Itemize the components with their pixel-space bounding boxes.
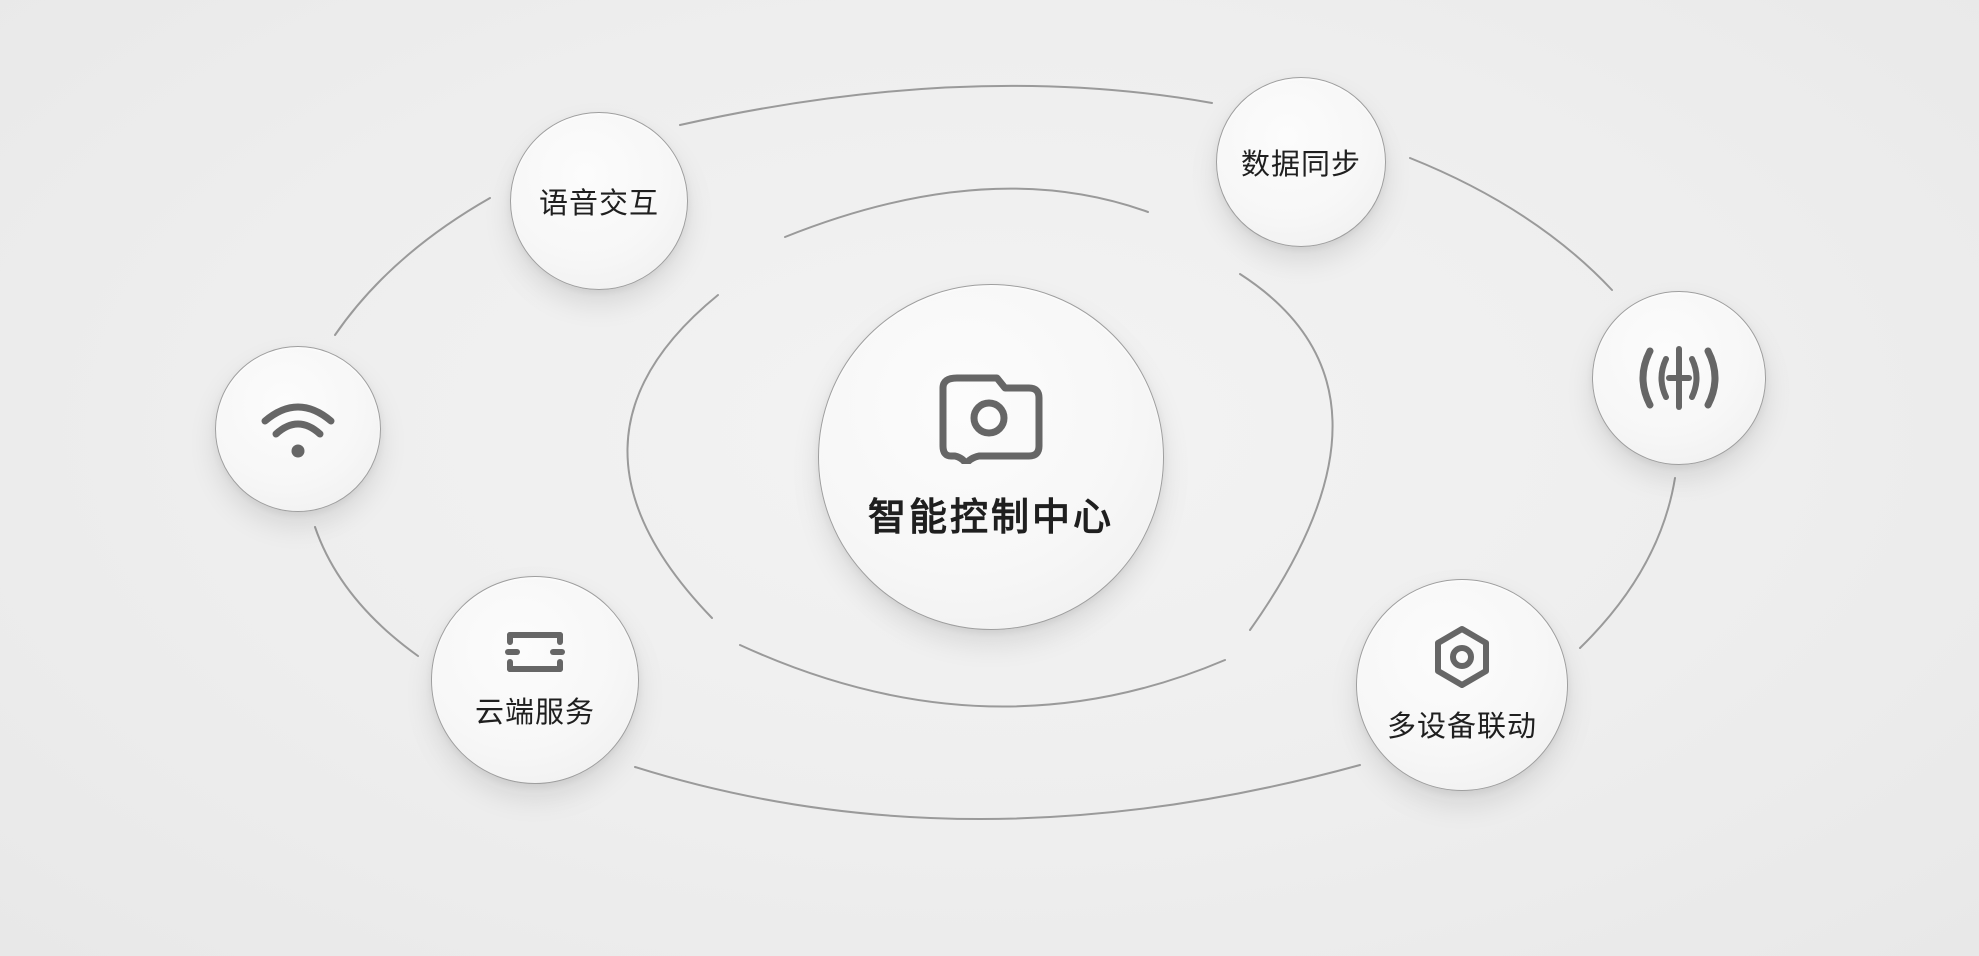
inner-orbit-arc (1239, 273, 1334, 631)
data-sync-node[interactable]: 数据同步 (1216, 77, 1386, 247)
camera-icon (939, 374, 1043, 464)
outer-orbit-arc (679, 84, 1213, 126)
inner-orbit-arc (626, 294, 719, 619)
wifi-node[interactable] (215, 346, 381, 512)
center-hub-label: 智能控制中心 (867, 494, 1114, 539)
cloud-service-node[interactable]: 云端服务 (431, 576, 639, 784)
server-rack-icon (504, 629, 566, 675)
data-sync-label: 数据同步 (1240, 147, 1361, 181)
center-hub[interactable]: 智能控制中心 (818, 284, 1164, 630)
outer-orbit-arc (1579, 477, 1676, 649)
hexagon-nut-icon (1433, 625, 1491, 689)
outer-orbit-arc (1409, 157, 1613, 291)
outer-orbit-arc (314, 526, 419, 657)
voice-interaction-node[interactable]: 语音交互 (510, 112, 688, 290)
multi-device-node[interactable]: 多设备联动 (1356, 579, 1568, 791)
signal-node[interactable] (1592, 291, 1766, 465)
inner-orbit-arc (784, 187, 1149, 238)
broadcast-signal-icon (1636, 343, 1722, 413)
outer-orbit-arc (334, 197, 491, 336)
outer-orbit-arc (634, 764, 1361, 820)
multi-device-label: 多设备联动 (1386, 709, 1537, 743)
wifi-icon (261, 399, 335, 459)
cloud-service-label: 云端服务 (474, 695, 595, 729)
inner-orbit-arc (739, 644, 1226, 708)
voice-interaction-label: 语音交互 (538, 186, 659, 220)
